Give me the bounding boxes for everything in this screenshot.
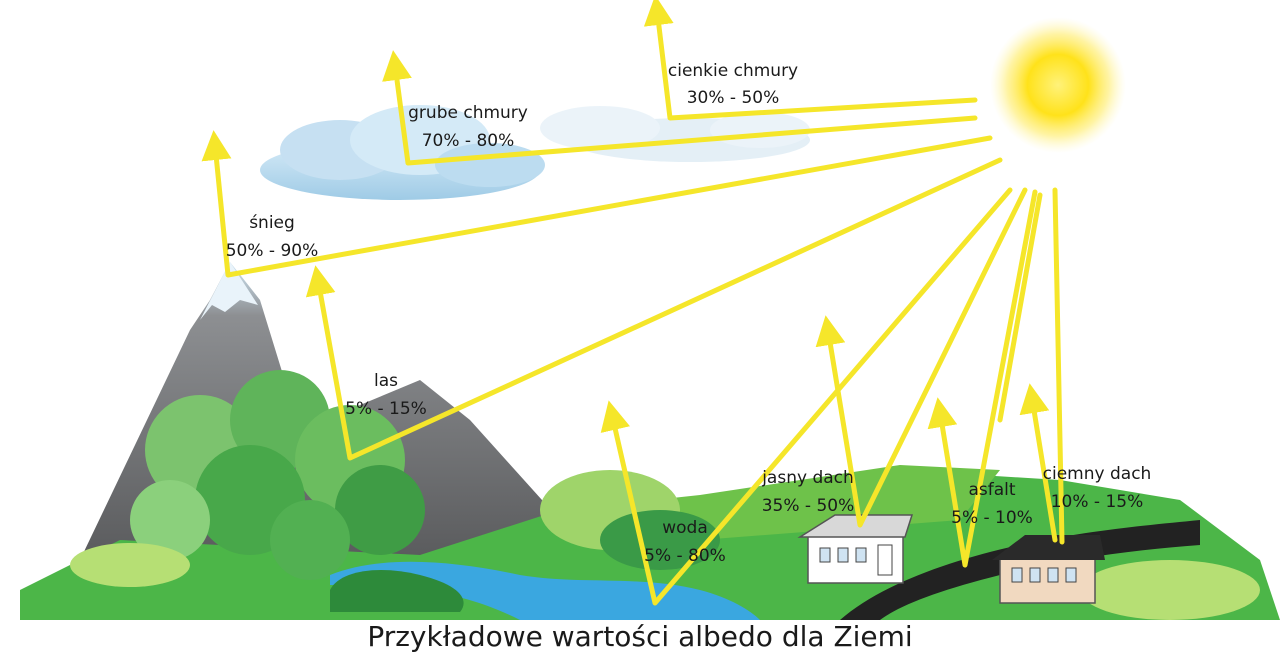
ray-asphalt [927,189,1038,568]
label-thick-clouds-name: grube chmury [408,103,528,123]
ray-dark-roof [1052,187,1065,545]
label-thick-clouds-range: 70% - 80% [422,131,515,151]
ray-snow [201,130,993,278]
label-dark-roof-name: ciemny dach [1043,464,1152,484]
dark-roof-house [992,535,1105,604]
label-thin-clouds-range: 30% - 50% [687,88,780,108]
label-asphalt-name: asfalt [968,480,1015,500]
ray-thin-clouds [643,0,978,121]
label-light-roof-range: 35% - 50% [762,496,855,516]
labels: cienkie chmury 30% - 50% grube chmury 70… [226,61,1152,566]
label-asphalt-range: 5% - 10% [951,508,1033,528]
label-forest-range: 5% - 15% [345,399,427,419]
label-water-name: woda [662,518,708,538]
label-forest-name: las [374,371,398,391]
sun-rays [201,0,1065,606]
ray-light-roof [815,187,1028,528]
label-water-range: 5% - 80% [644,546,726,566]
bushes [70,470,1260,620]
ray-thick-clouds [382,50,978,166]
sun [990,17,1126,153]
ray-forest [305,157,1003,461]
ray-dark-roof-reflect [1019,383,1058,543]
label-light-roof-name: jasny dach [761,468,854,488]
forest [130,370,464,612]
snow-cap [200,262,258,320]
label-thin-clouds-name: cienkie chmury [668,61,798,81]
label-snow-name: śnieg [249,213,295,233]
ray-water [600,187,1013,606]
river [330,561,760,620]
ray-asphalt-2 [997,192,1043,423]
label-dark-roof-range: 10% - 15% [1051,492,1144,512]
light-roof-house [797,514,914,584]
caption: Przykładowe wartości albedo dla Ziemi [367,620,913,653]
label-snow-range: 50% - 90% [226,241,319,261]
